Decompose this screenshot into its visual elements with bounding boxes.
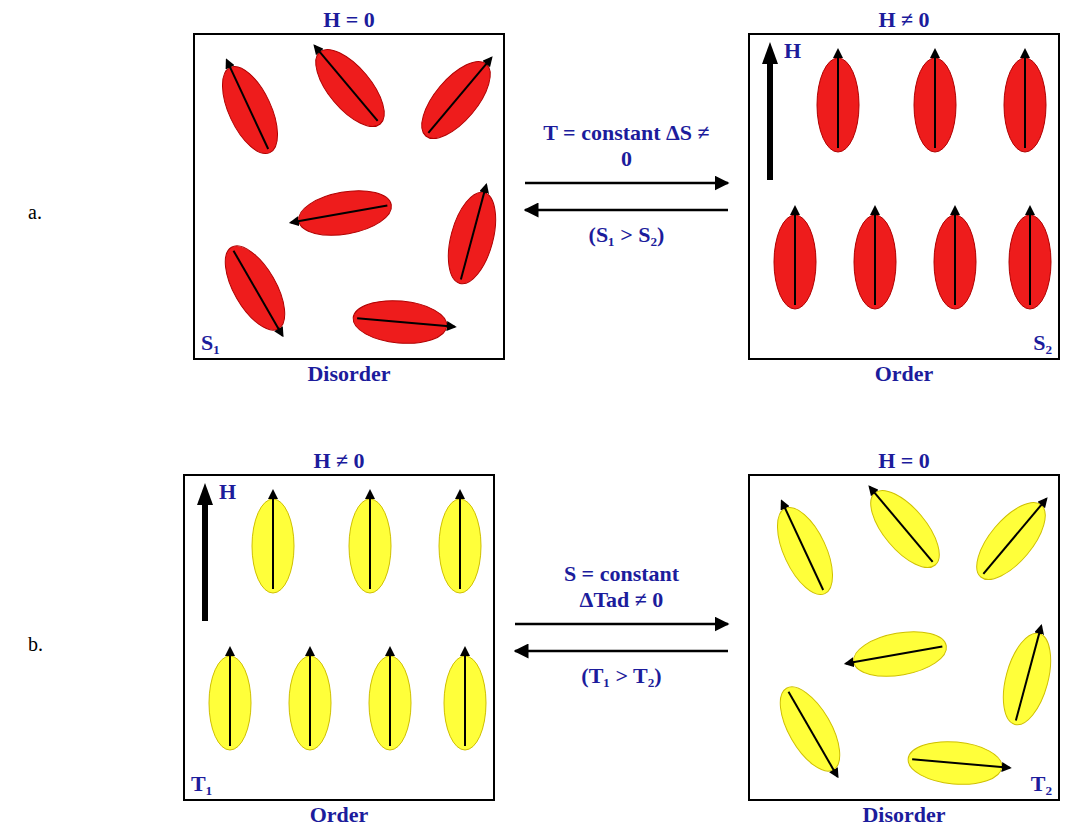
quantity-label: T₁	[191, 771, 212, 796]
state-caption: Order	[185, 802, 493, 827]
ordered-spins	[197, 483, 486, 750]
field-label: H	[219, 479, 236, 504]
process-arrow	[515, 623, 728, 626]
field-heading: H ≠ 0	[185, 448, 493, 473]
disordered-spins	[208, 32, 508, 347]
process-condition: (T₁ > T₂)	[581, 663, 661, 688]
state-caption: Disorder	[195, 361, 503, 386]
state-box: H = 0T₂Disorder	[748, 474, 1060, 801]
process-condition: T = constant ΔS ≠ 0	[542, 120, 712, 171]
process-arrow	[525, 209, 728, 212]
process-condition: (S₁ > S₂)	[589, 222, 665, 247]
quantity-label: S₁	[201, 330, 220, 355]
state-box: H ≠ 0HT₁Order	[183, 474, 495, 801]
quantity-label: S₂	[1033, 330, 1052, 355]
process-condition: S = constant ΔTad ≠ 0	[537, 561, 707, 612]
panel-letter: b.	[28, 632, 43, 656]
ordered-spins	[762, 42, 1051, 309]
state-box: H ≠ 0HS₂Order	[748, 33, 1060, 360]
disordered-spins	[763, 473, 1063, 788]
field-label: H	[784, 38, 801, 63]
state-caption: Disorder	[750, 802, 1058, 827]
process-arrow	[515, 650, 728, 653]
state-box: H = 0S₁Disorder	[193, 33, 505, 360]
process-arrow	[525, 182, 728, 185]
quantity-label: T₂	[1031, 771, 1052, 796]
field-heading: H ≠ 0	[750, 7, 1058, 32]
field-heading: H = 0	[195, 7, 503, 32]
state-caption: Order	[750, 361, 1058, 386]
panel-letter: a.	[28, 200, 42, 224]
field-heading: H = 0	[750, 448, 1058, 473]
